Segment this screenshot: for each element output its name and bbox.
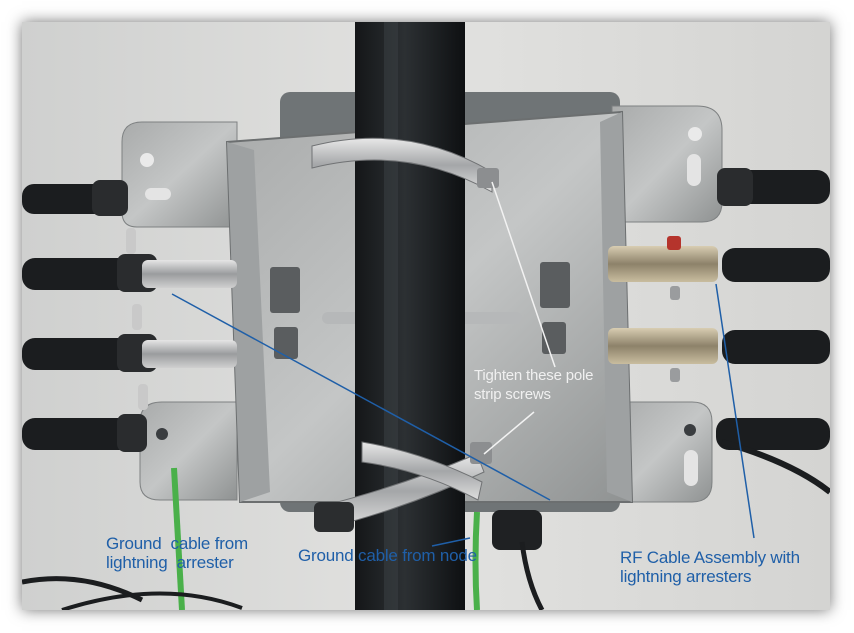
ear-hole: [140, 153, 154, 167]
pole-mount-photo: [22, 22, 830, 610]
ear-slot: [145, 188, 171, 200]
ground-arrester-line1: Ground cable from: [106, 534, 248, 553]
cable-gland: [314, 502, 354, 532]
ear-screw: [684, 424, 696, 436]
ear-slot: [684, 450, 698, 486]
bracket-slot: [270, 267, 300, 313]
left-bottom-ear: [140, 402, 237, 500]
tighten-screws-caption: Tighten these pole strip screws: [474, 366, 593, 404]
ground-arrester-line2: lightning arrester: [106, 553, 248, 572]
ground-node-text: Ground cable from node: [298, 546, 477, 565]
tighten-screws-line1: Tighten these pole: [474, 366, 593, 385]
pole: [355, 22, 465, 610]
ground-screw: [156, 428, 168, 440]
ground-arrester-caption: Ground cable from lightning arrester: [106, 534, 248, 572]
bottom-clamp-screw: [470, 442, 492, 464]
ear-slot: [687, 154, 701, 186]
ground-node-caption: Ground cable from node: [298, 546, 477, 565]
rf-cable-line2: lightning arresters: [620, 567, 800, 586]
top-clamp-screw: [477, 168, 499, 188]
tighten-screws-line2: strip screws: [474, 385, 593, 404]
rf-cable-line1: RF Cable Assembly with: [620, 548, 800, 567]
ear-hole: [688, 127, 702, 141]
right-top-ear: [612, 106, 722, 222]
rf-cable-caption: RF Cable Assembly with lightning arreste…: [620, 548, 800, 586]
left-top-ear: [122, 122, 237, 227]
photo-frame: Tighten these pole strip screws Ground c…: [22, 22, 830, 610]
bracket-slot: [540, 262, 570, 308]
bracket-slot: [274, 327, 298, 359]
pole-highlight: [384, 22, 398, 610]
cable-gland: [492, 510, 542, 550]
